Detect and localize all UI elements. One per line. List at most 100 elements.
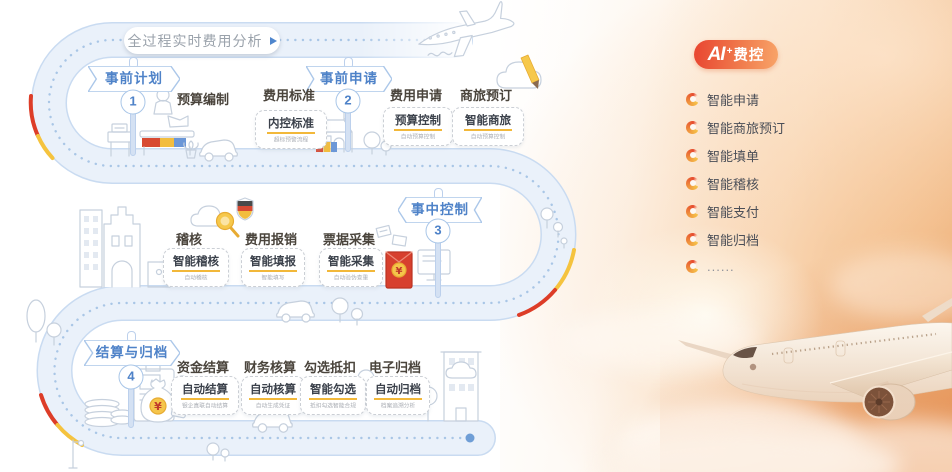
feature-subtitle: 自动稽核 — [184, 275, 208, 282]
feature-title: 自动核算 — [249, 381, 297, 400]
swirl-bullet-icon — [686, 120, 699, 134]
feature-box: 智能商旅 自动预算控制 — [452, 107, 524, 146]
svg-text:¥: ¥ — [154, 400, 162, 413]
feature-title: 内控标准 — [267, 115, 315, 134]
person-desk-icon — [107, 88, 199, 159]
stage-number-badge: 1 — [120, 89, 146, 115]
road-accent-yellow — [553, 248, 576, 292]
feature-box: 智能采集 自动验伪查重 — [319, 248, 383, 287]
ai-feature-item: 智能商旅预订 — [686, 119, 786, 136]
cloud-photo — [620, 400, 860, 472]
plane-door — [783, 347, 794, 364]
step-label: 费用申请 — [389, 88, 443, 103]
feature-title: 智能采集 — [327, 253, 375, 272]
ai-feature-label: 智能申请 — [707, 92, 760, 108]
road-end-dot — [465, 433, 475, 443]
ai-expense-logo: AI + 费控 — [694, 40, 778, 69]
feature-subtitle: 银企直联自动结算 — [182, 403, 228, 410]
swirl-bullet-icon — [686, 259, 699, 273]
banner-realtime-analysis: 全过程实时费用分析 — [124, 27, 280, 54]
ai-feature-item: ...... — [686, 258, 735, 274]
stage-number-badge: 3 — [425, 218, 451, 244]
sign-stage-3: 事中控制 — [398, 197, 482, 223]
ai-feature-item: 智能归档 — [686, 231, 760, 248]
road-accent-yellow — [36, 134, 55, 160]
audit-shield-icon — [236, 197, 254, 221]
feature-box: 智能勾选 抵扣勾选智能合规 — [300, 376, 366, 415]
sign-stage-2: 事前申请 — [306, 66, 392, 92]
step-label: 电子归档 — [368, 360, 422, 375]
step-label: 勾选抵扣 — [303, 360, 357, 375]
ai-feature-label: 智能支付 — [707, 204, 760, 220]
feature-subtitle: 自动验伪查重 — [333, 275, 369, 282]
road-accent-red — [28, 94, 40, 138]
plane-sensor — [749, 363, 757, 371]
process-road — [28, 14, 577, 456]
swirl-bullet-icon — [686, 148, 699, 162]
sign-label: 事前计划 — [105, 71, 163, 86]
feature-box: 自动结算 银企直联自动结算 — [171, 376, 239, 415]
feature-subtitle: 抵扣勾选智能合规 — [310, 403, 356, 410]
svg-text:¥: ¥ — [396, 266, 403, 277]
feature-title: 智能填报 — [249, 253, 297, 272]
cloud-pencil-icon — [496, 54, 542, 89]
feature-title: 智能稽核 — [172, 253, 220, 272]
step-label: 票据采集 — [322, 232, 376, 247]
feature-title: 自动归档 — [374, 381, 422, 400]
step-label: 稽核 — [175, 232, 203, 247]
village-house-icon — [418, 351, 482, 422]
step-label: 费用标准 — [262, 88, 316, 103]
cloud-photo — [780, 420, 952, 472]
step-label: 财务核算 — [243, 360, 297, 375]
sign-label: 事前申请 — [320, 71, 378, 86]
road-accent-red — [517, 288, 557, 317]
step-label: 预算编制 — [176, 92, 230, 107]
ai-feature-item: 智能申请 — [686, 91, 760, 108]
street-lamp-icon — [68, 439, 85, 469]
logo-plus-text: + — [726, 45, 733, 57]
swirl-bullet-icon — [686, 204, 699, 218]
car-icon — [199, 139, 238, 162]
feature-box: 预算控制 自动预算控制 — [383, 107, 453, 146]
feature-box: 自动归档 档案追溯分析 — [366, 376, 430, 415]
swirl-bullet-icon — [686, 176, 699, 190]
plane-wing — [829, 351, 952, 398]
ai-feature-label: ...... — [707, 258, 735, 274]
ai-feature-label: 智能稽核 — [707, 176, 760, 192]
feature-title: 智能商旅 — [464, 112, 512, 131]
sketch-plane-icon — [418, 1, 515, 58]
city-buildings-icon — [79, 206, 171, 288]
banner-title: 全过程实时费用分析 — [127, 32, 263, 49]
feature-box: 智能填报 智能填写 — [241, 248, 305, 287]
ai-feature-item: 智能稽核 — [686, 175, 760, 192]
ai-feature-label: 智能填单 — [707, 148, 760, 164]
plane-fuselage — [722, 322, 952, 403]
ai-feature-item: 智能填单 — [686, 147, 760, 164]
plane-far-wing — [678, 340, 750, 366]
feature-subtitle: 自动预算控制 — [470, 134, 506, 141]
plane-cockpit — [733, 347, 757, 359]
step-label: 资金结算 — [176, 360, 230, 375]
feature-title: 预算控制 — [394, 112, 442, 131]
swirl-bullet-icon — [686, 232, 699, 246]
stage-number-badge: 2 — [335, 88, 361, 114]
feature-box: 自动核算 自动生成凭证 — [241, 376, 305, 415]
sign-stage-1: 事前计划 — [88, 66, 180, 92]
sign-label: 事中控制 — [411, 202, 469, 217]
car-icon — [276, 300, 315, 323]
audit-magnifier-icon — [190, 205, 240, 238]
bushes-icon — [206, 442, 230, 462]
plane-windows — [771, 332, 937, 356]
step-label: 商旅预订 — [459, 88, 513, 103]
step-label: 费用报销 — [244, 232, 298, 247]
cloud-photo-front — [600, 430, 900, 472]
ai-feature-label: 智能商旅预订 — [707, 120, 786, 136]
plane-pylon — [874, 381, 892, 394]
feature-title: 自动结算 — [181, 381, 229, 400]
feature-box: 内控标准 超标预警流程 — [255, 110, 327, 149]
feature-subtitle: 档案追溯分析 — [380, 403, 416, 410]
plane-engine — [866, 383, 916, 421]
sign-stage-4: 结算与归档 — [84, 340, 180, 366]
ai-feature-label: 智能归档 — [707, 232, 760, 248]
